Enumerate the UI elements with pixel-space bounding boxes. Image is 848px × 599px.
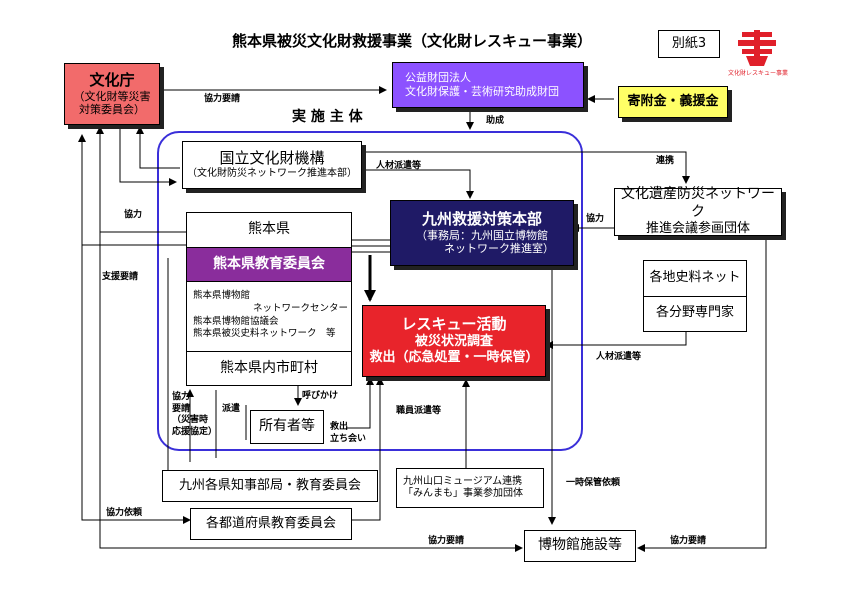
hq-sub1: （事務局：九州国立博物館 bbox=[416, 228, 548, 242]
pref-org-4: 熊本県被災史料ネットワーク 等 bbox=[193, 328, 336, 340]
arrow-prefectures-rescue bbox=[352, 377, 384, 521]
rescue-sub1: 被災状況調査 bbox=[414, 334, 493, 350]
logo-caption: 文化財レスキュー事業 bbox=[728, 70, 789, 77]
label-kyoryoku-yosei-bottom-left: 協力要請 bbox=[428, 536, 465, 546]
arrow-nich-hq bbox=[362, 169, 474, 199]
bunkacho-sub1: （文化財等災害 bbox=[73, 89, 151, 103]
prefectures-box: 各都道府県教育委員会 bbox=[190, 508, 352, 540]
board-of-education: 熊本県教育委員会 bbox=[187, 248, 351, 282]
label-kyushutsu: 救出 立ち会い bbox=[330, 422, 366, 445]
pref-org-1: 熊本県博物館 bbox=[193, 290, 251, 301]
hq-box: 九州救援対策本部 （事務局：九州国立博物館 ネットワーク推進室） bbox=[390, 200, 574, 266]
owners-box: 所有者等 bbox=[250, 410, 324, 444]
implementer-label: 実 施 主 体 bbox=[292, 109, 363, 125]
network-title: 文化遺産防災ネットワーク bbox=[621, 186, 775, 220]
kyushu-gov-box: 九州各県知事部局・教育委員会 bbox=[162, 470, 378, 502]
network-sub: 推進会議参画団体 bbox=[645, 221, 750, 237]
label-kyoryoku-left: 協力 bbox=[124, 210, 143, 220]
museum-assoc-box: 九州山口ミュージアム連携 「みんまも」事業参加団体 bbox=[396, 468, 544, 508]
kyushutsu-l2: 立ち会い bbox=[330, 433, 367, 444]
pref-orgs: 熊本県博物館 ネットワークセンター 熊本県博物館協議会 熊本県被災史料ネットワー… bbox=[187, 282, 351, 341]
kyushutsu-l1: 救出 bbox=[330, 422, 349, 432]
saigai-l1: 協力 bbox=[172, 392, 191, 402]
history-net-cell: 各地史料ネット bbox=[644, 261, 746, 297]
network-box: 文化遺産防災ネットワーク 推進会議参画団体 bbox=[614, 186, 782, 237]
rescue-box: レスキュー活動 被災状況調査 救出（応急処置・一時保管） bbox=[362, 305, 546, 377]
assoc-l2: 「みんまも」事業参加団体 bbox=[403, 488, 523, 499]
logo-mark-icon bbox=[738, 30, 776, 66]
bunkacho-title: 文化庁 bbox=[89, 70, 135, 89]
foundation-box: 公益財団法人 文化財保護・芸術研究助成財団 bbox=[392, 62, 584, 108]
bunkacho-box: 文化庁 （文化財等災害 対策委員会） bbox=[64, 63, 160, 125]
label-kyoryoku-yosei-bottom-right: 協力要請 bbox=[670, 536, 707, 546]
label-renkei: 連携 bbox=[656, 156, 675, 166]
label-ichiji-hokan: 一時保管依頼 bbox=[566, 478, 621, 488]
nich-box: 国立文化財機構 （文化財防災ネットワーク推進本部） bbox=[182, 141, 362, 189]
label-shien-yosei: 支援要請 bbox=[102, 272, 139, 282]
label-shokuin-haken: 職員派遣等 bbox=[396, 406, 442, 416]
label-kyoryoku-irai: 協力依頼 bbox=[106, 508, 143, 518]
appendix-label: 別紙3 bbox=[658, 30, 720, 58]
arrow-network-museums bbox=[637, 237, 767, 552]
nich-title: 国立文化財機構 bbox=[219, 149, 325, 168]
arrow-bunkacho-nich bbox=[119, 125, 177, 186]
label-kyoryoku-yosei-saigai: 協力 要請 （災害時 応援協定） bbox=[172, 392, 217, 439]
arrow-nich-bunkacho bbox=[136, 126, 180, 169]
kumamoto-pref: 熊本県 bbox=[187, 213, 351, 248]
pref-org-2: ネットワークセンター bbox=[253, 302, 349, 314]
pref-org-3: 熊本県博物館協議会 bbox=[193, 315, 279, 327]
experts-cell: 各分野専門家 bbox=[655, 305, 734, 321]
bunkacho-sub2: 対策委員会） bbox=[79, 103, 145, 117]
arrow-owners-rescue bbox=[346, 377, 374, 429]
hq-title: 九州救援対策本部 bbox=[421, 209, 542, 228]
donations-box: 寄附金・義援金 bbox=[618, 86, 728, 118]
label-haken: 派遣 bbox=[222, 404, 241, 414]
label-josei: 助成 bbox=[486, 116, 505, 126]
municipalities: 熊本県内市町村 bbox=[187, 351, 351, 385]
experts-group: 各地史料ネット 各分野専門家 bbox=[643, 260, 747, 332]
arrow-nich-network bbox=[362, 151, 690, 184]
kumamoto-group: 熊本県 熊本県教育委員会 熊本県博物館 ネットワークセンター 熊本県博物館協議会… bbox=[186, 212, 352, 386]
label-kyoryoku-right: 協力 bbox=[586, 214, 605, 224]
nich-sub: （文化財防災ネットワーク推進本部） bbox=[187, 168, 357, 180]
arrow-experts-rescue bbox=[545, 330, 687, 349]
arrow-kyoryoku-irai bbox=[81, 135, 191, 524]
saigai-l3: （災害時 bbox=[172, 415, 209, 426]
label-jinzai-haken-top: 人材派遣等 bbox=[376, 161, 422, 171]
rescue-logo: 文化財レスキュー事業 bbox=[728, 26, 788, 82]
arrow-pref-bunkacho bbox=[96, 126, 186, 233]
foundation-l1: 公益財団法人 bbox=[405, 71, 471, 85]
assoc-l1: 九州山口ミュージアム連携 bbox=[403, 475, 523, 487]
arrow-bottom-left-museum bbox=[99, 232, 523, 552]
rescue-sub2: 救出（応急処置・一時保管） bbox=[369, 350, 539, 366]
hq-sub2: ネットワーク推進室） bbox=[444, 242, 554, 256]
museums-box: 博物館施設等 bbox=[524, 530, 636, 562]
rescue-title: レスキュー活動 bbox=[401, 315, 507, 334]
arrow-support-request bbox=[78, 134, 186, 246]
label-jinzai-haken-right: 人材派遣等 bbox=[596, 352, 642, 362]
saigai-l4: 応援協定） bbox=[172, 427, 218, 438]
page-title: 熊本県被災文化財救援事業（文化財レスキュー事業） bbox=[232, 32, 593, 50]
foundation-l2: 文化財保護・芸術研究助成財団 bbox=[405, 85, 559, 98]
implementer-frame bbox=[157, 131, 583, 451]
saigai-l2: 要請 bbox=[172, 403, 191, 414]
label-kyoryoku-yosei-top: 協力要請 bbox=[204, 94, 241, 104]
label-yobikake: 呼びかけ bbox=[302, 391, 339, 401]
